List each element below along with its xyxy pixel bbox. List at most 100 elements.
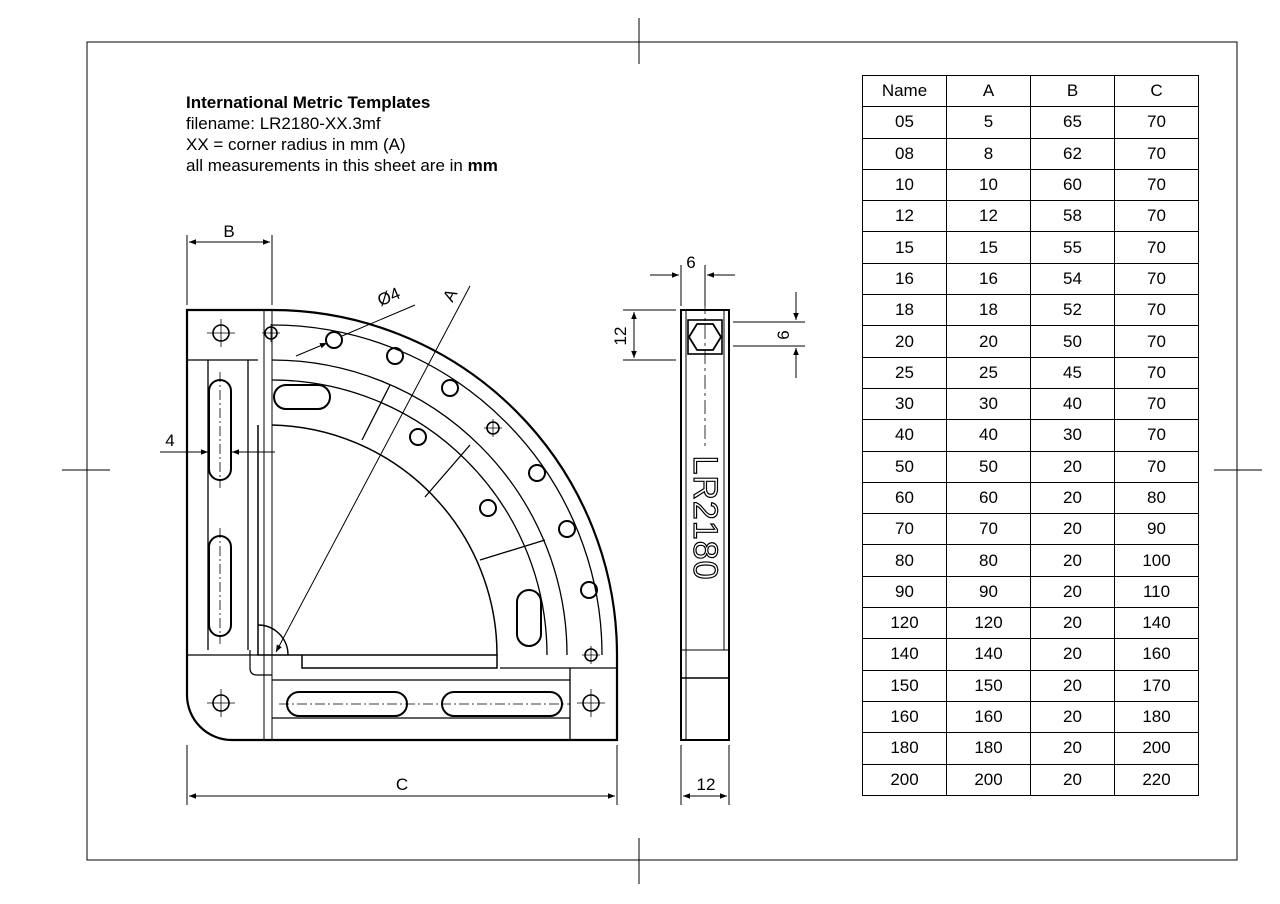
table-cell: 05	[862, 106, 947, 139]
table-cell: 15	[862, 231, 947, 264]
side-dimension-bottom-width	[680, 745, 730, 805]
table-cell: 140	[862, 638, 947, 671]
label-four: 4	[165, 431, 174, 450]
header-units: all measurements in this sheet are in mm	[186, 155, 498, 176]
table-cell: 120	[946, 607, 1031, 640]
table-cell: 12	[862, 200, 947, 233]
table-cell: 08	[862, 137, 947, 170]
header-units-prefix: all measurements in this sheet are in	[186, 156, 468, 175]
label-side-bottom-width: 12	[697, 775, 716, 794]
table-cell: 150	[946, 669, 1031, 702]
dimension-b	[186, 235, 273, 305]
table-cell: 70	[1114, 387, 1199, 421]
table-cell: 20	[1030, 513, 1115, 546]
table-cell: 40	[862, 419, 947, 452]
table-cell: 70	[1114, 106, 1199, 139]
table-cell: 180	[1114, 700, 1199, 734]
table-cell: 220	[1114, 763, 1199, 796]
table-cell: 70	[1114, 137, 1199, 170]
table-cell: 20	[1030, 763, 1115, 796]
mounting-holes	[207, 319, 605, 717]
table-cell: 16	[862, 262, 947, 296]
table-cell: 20	[1030, 481, 1115, 515]
table-cell: 140	[946, 638, 1031, 671]
table-cell: 20	[1030, 450, 1115, 483]
table-cell: 80	[946, 544, 1031, 577]
table-cell: 30	[946, 387, 1031, 421]
table-cell: 70	[1114, 200, 1199, 233]
side-dimension-left-height	[623, 309, 676, 361]
table-cell: 10	[946, 168, 1031, 202]
table-cell: 18	[862, 294, 947, 327]
table-cell: 180	[946, 732, 1031, 765]
table-cell: 50	[862, 450, 947, 483]
arc-holes	[325, 331, 598, 599]
table-cell: 25	[862, 356, 947, 389]
table-cell: 54	[1030, 262, 1115, 296]
table-cell: 18	[946, 294, 1031, 327]
table-cell: 70	[1114, 168, 1199, 202]
column-header: B	[1030, 74, 1115, 108]
table-cell: 5	[946, 106, 1031, 139]
table-cell: 70	[862, 513, 947, 546]
table-cell: 120	[862, 607, 947, 640]
header-filename: filename: LR2180-XX.3mf	[186, 114, 381, 133]
table-cell: 100	[1114, 544, 1199, 577]
table-cell: 200	[1114, 732, 1199, 765]
side-view	[623, 265, 805, 805]
table-cell: 70	[1114, 450, 1199, 483]
table-cell: 15	[946, 231, 1031, 264]
table-cell: 16	[946, 262, 1031, 296]
table-cell: 20	[1030, 575, 1115, 609]
table-header-row: Name A B C	[862, 74, 1199, 108]
table-cell: 8	[946, 137, 1031, 170]
side-dimension-top-width	[650, 265, 735, 306]
table-cell: 20	[1030, 544, 1115, 577]
label-side-hex-height: 6	[774, 330, 793, 339]
table-cell: 170	[1114, 669, 1199, 702]
dimension-diameter	[295, 304, 416, 357]
table-cell: 45	[1030, 356, 1115, 389]
table-cell: 70	[1114, 262, 1199, 296]
table-cell: 70	[1114, 325, 1199, 358]
table-cell: 20	[1030, 700, 1115, 734]
table-cell: 58	[1030, 200, 1115, 233]
table-cell: 50	[1030, 325, 1115, 358]
table-cell: 90	[946, 575, 1031, 609]
table-cell: 70	[946, 513, 1031, 546]
table-cell: 55	[1030, 231, 1115, 264]
table-cell: 140	[1114, 607, 1199, 640]
table-cell: 70	[1114, 356, 1199, 389]
table-cell: 20	[1030, 669, 1115, 702]
table-cell: 60	[946, 481, 1031, 515]
table-cell: 60	[1030, 168, 1115, 202]
table-cell: 200	[862, 763, 947, 796]
dimension-c	[186, 745, 618, 805]
label-side-left-height: 12	[611, 327, 630, 346]
table-cell: 160	[946, 700, 1031, 734]
table-cell: 70	[1114, 231, 1199, 264]
table-cell: 180	[862, 732, 947, 765]
label-a: A	[439, 285, 461, 305]
engraving-text: LR2180	[686, 455, 724, 580]
table-cell: 30	[862, 387, 947, 421]
side-dimension-hex-height	[733, 292, 805, 378]
table-cell: 20	[862, 325, 947, 358]
table-cell: 80	[1114, 481, 1199, 515]
table-cell: 60	[862, 481, 947, 515]
